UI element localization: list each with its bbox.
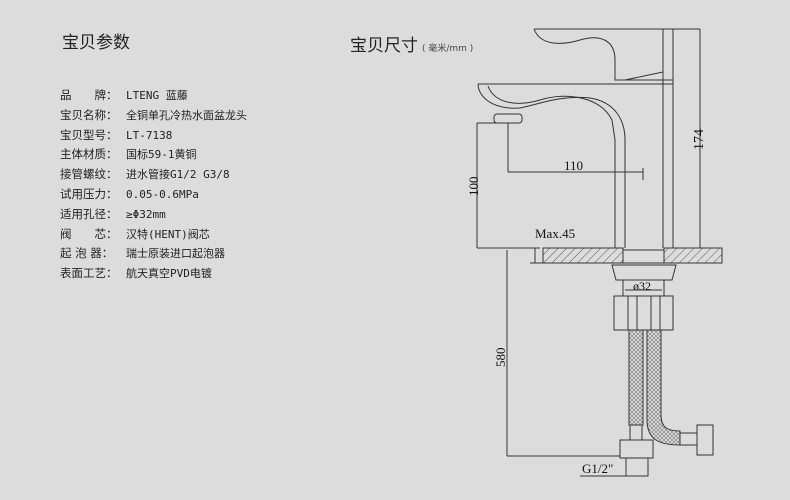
spec-row: 主体材质： 国标59-1黄铜 [60, 145, 247, 165]
left-inlet-nut [619, 439, 654, 459]
dim-580: 580 [493, 348, 508, 368]
spec-row: 品 牌： LTENG 蓝藤 [60, 86, 247, 106]
spec-label: 起 泡 器： [60, 246, 114, 261]
dim-174: 174 [692, 129, 707, 150]
spec-value: LT-7138 [126, 128, 173, 142]
hose-left [628, 329, 644, 426]
spec-label: 品 牌： [60, 88, 118, 102]
spec-value: 瑞士原装进口起泡器 [126, 247, 225, 261]
spec-value: 国标59-1黄铜 [126, 148, 197, 162]
spec-value: 0.05-0.6MPa [126, 187, 199, 201]
unit-label: ( 毫米/mm ) [422, 44, 474, 54]
spec-label: 宝贝型号： [60, 127, 118, 142]
handle [533, 28, 664, 81]
dim-thread: G1/2" [582, 461, 613, 476]
dim-max45: Max.45 [535, 226, 575, 241]
aerator [493, 113, 523, 124]
spec-row: 阀 芯： 汉特(HENT)阀芯 [60, 225, 247, 245]
spec-row: 宝贝型号： LT-7138 [60, 126, 247, 146]
dimensions-title: 宝贝尺寸 ( 毫米/mm ) [350, 31, 473, 56]
spec-value: 航天真空PVD电镀 [126, 267, 212, 281]
spec-label: 表面工艺： [60, 266, 118, 281]
spec-row: 宝贝名称： 全铜单孔冷热水面盆龙头 [60, 106, 247, 126]
spec-row: 接管螺纹： 进水管接G1/2 G3/8 [60, 165, 247, 185]
mount-nut [613, 295, 674, 331]
spec-row: 适用孔径： ≥Φ32mm [60, 205, 247, 225]
spec-list: 品 牌： LTENG 蓝藤宝贝名称： 全铜单孔冷热水面盆龙头宝贝型号： LT-7138… [60, 86, 247, 284]
spec-value: ≥Φ32mm [126, 207, 166, 221]
spec-value: LTENG 蓝藤 [126, 89, 188, 102]
right-inlet-nut [696, 424, 714, 456]
dimensions-title-text: 宝贝尺寸 [350, 36, 418, 56]
spec-row: 试用压力： 0.05-0.6MPa [60, 185, 247, 205]
spec-row: 起 泡 器： 瑞士原装进口起泡器 [60, 244, 247, 264]
spec-label: 接管螺纹： [60, 167, 118, 182]
spec-label: 适用孔径： [60, 206, 118, 221]
spec-row: 表面工艺： 航天真空PVD电镀 [60, 264, 247, 284]
specs-title: 宝贝参数 [62, 33, 130, 53]
dim-100: 100 [466, 177, 481, 197]
spout [477, 83, 673, 248]
spec-value: 全铜单孔冷热水面盆龙头 [126, 108, 247, 122]
dim-hole: ø32 [633, 279, 651, 293]
spec-label: 阀 芯： [60, 226, 118, 241]
countertop [542, 247, 624, 264]
dim-110: 110 [564, 158, 583, 173]
spec-label: 试用压力： [60, 186, 118, 201]
spec-value: 进水管接G1/2 G3/8 [126, 168, 230, 182]
spec-label: 宝贝名称： [60, 107, 118, 122]
spec-label: 主体材质： [60, 147, 118, 162]
hose-right [646, 329, 681, 446]
spec-value: 汉特(HENT)阀芯 [126, 227, 210, 241]
